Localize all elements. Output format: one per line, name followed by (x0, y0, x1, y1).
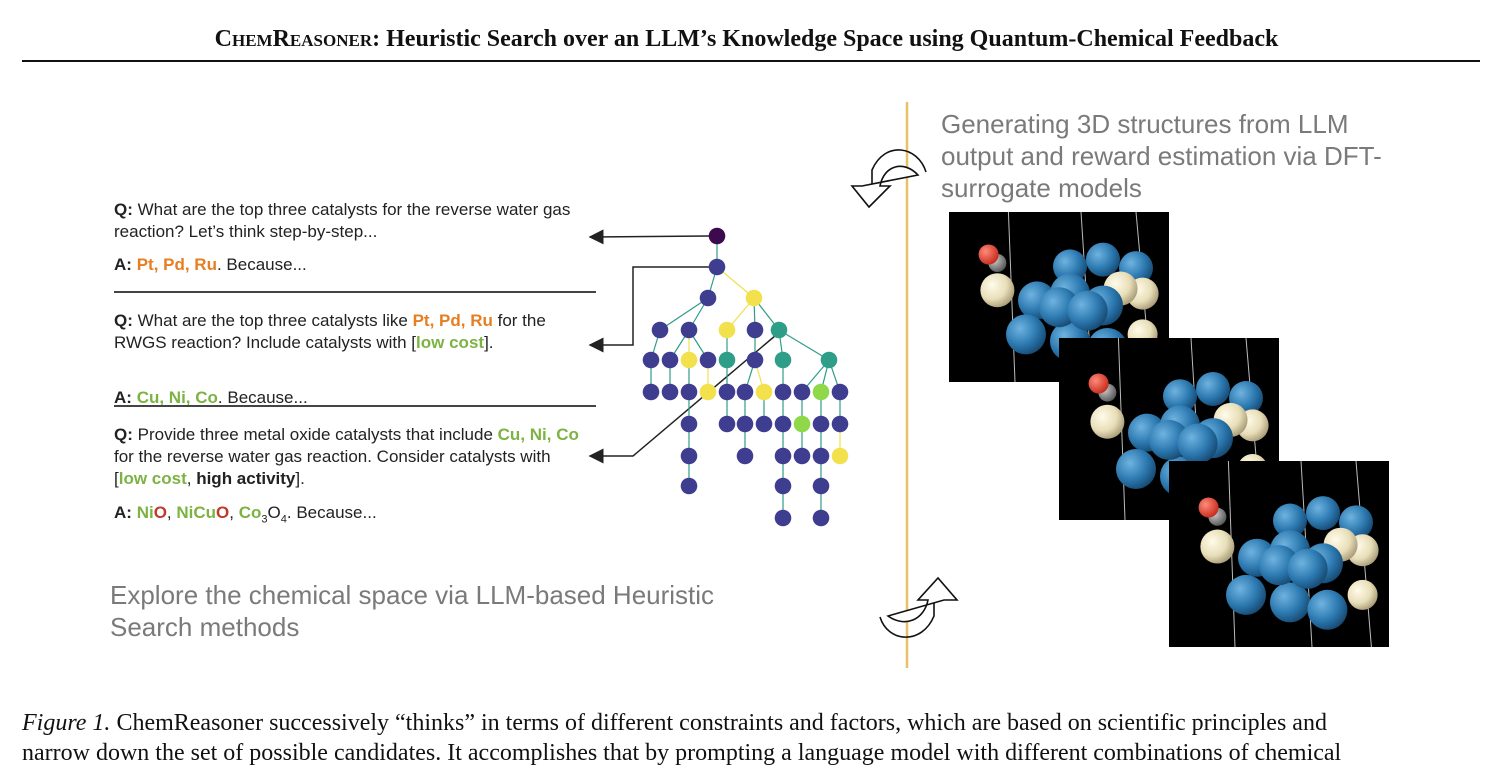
tree-node (774, 383, 792, 401)
tree-nodes (642, 227, 849, 527)
atom-metal (1273, 503, 1307, 538)
tree-node (661, 351, 679, 369)
atom-metal (1006, 314, 1046, 355)
tree-node (680, 447, 698, 465)
tree-node (718, 383, 736, 401)
atom-metal (1270, 582, 1310, 623)
tree-node (642, 383, 660, 401)
tree-node (831, 415, 849, 433)
atom-metal (1116, 449, 1156, 490)
title-sc: ChemReasoner (214, 26, 373, 52)
tree-node (680, 383, 698, 401)
q2-question: Q: What are the top three catalysts like… (114, 311, 546, 352)
tree-node (699, 351, 717, 369)
atom-support (1200, 529, 1235, 564)
tree-node (831, 383, 849, 401)
tree-node (661, 383, 679, 401)
tree-node (699, 383, 717, 401)
caption-line-2: narrow down the set of possible candidat… (22, 740, 1342, 766)
tree-node (745, 289, 763, 307)
figure-caption: Figure 1. ChemReasoner successively “thi… (22, 708, 1482, 768)
header-rule (22, 60, 1480, 62)
tree-node (774, 509, 792, 527)
structure-panel-1 (949, 211, 1169, 383)
q2-answer: A: Cu, Ni, Co. Because... (114, 388, 308, 407)
tree-node (774, 447, 792, 465)
arrow-q1 (588, 229, 710, 245)
atom-support (1090, 404, 1125, 439)
tree-node (746, 321, 764, 339)
tree-node (774, 415, 792, 433)
atom-oxygen (1198, 497, 1219, 518)
q3-answer: A: NiO, NiCuO, Co3O4. Because... (114, 503, 377, 526)
tree-node (642, 351, 660, 369)
arrow-q2 (588, 266, 711, 353)
q1-answer: A: Pt, Pd, Ru. Because... (114, 255, 307, 274)
tree-node (651, 321, 669, 339)
tree-node (812, 509, 830, 527)
tree-node (755, 383, 773, 401)
tree-node (718, 351, 736, 369)
q1-question: Q: What are the top three catalysts for … (114, 200, 571, 241)
tree-edge (778, 329, 830, 361)
tree-node (793, 383, 811, 401)
tree-node (718, 415, 736, 433)
atom-support (980, 273, 1015, 308)
tree-node (680, 321, 698, 339)
tree-node (812, 383, 830, 401)
tree-node (746, 351, 764, 369)
tree-node (680, 351, 698, 369)
separator-1 (114, 291, 596, 293)
atom-metal (1226, 574, 1266, 615)
caption-label: Figure 1. (22, 710, 111, 736)
tree-node (770, 321, 788, 339)
page-header: ChemReasoner: Heuristic Search over an L… (0, 26, 1493, 53)
atom-metal (1306, 496, 1340, 531)
tree-node (774, 477, 792, 495)
caption-line-1: ChemReasoner successively “thinks” in te… (110, 710, 1327, 736)
tree-node (708, 227, 726, 245)
tree-node (736, 447, 754, 465)
tree-edges (650, 236, 841, 518)
tree-node (680, 415, 698, 433)
tree-node (793, 447, 811, 465)
tree-node (736, 415, 754, 433)
tree-node (699, 289, 717, 307)
generate-text: Generating 3D structures from LLM output… (941, 109, 1382, 203)
tree-node (680, 477, 698, 495)
atom-oxygen (1088, 373, 1109, 394)
atom-metal (1287, 548, 1328, 589)
tree-edge (659, 297, 709, 331)
tree-node (755, 415, 773, 433)
atom-oxygen (978, 244, 999, 265)
explore-text: Explore the chemical space via LLM-based… (110, 580, 715, 642)
q3-question: Q: Provide three metal oxide catalysts t… (114, 425, 579, 488)
tree-node (708, 258, 726, 276)
tree-node (718, 321, 736, 339)
atom-metal (1196, 371, 1230, 406)
tree-node (812, 477, 830, 495)
tree-node (736, 383, 754, 401)
structure-panel-3 (1169, 460, 1389, 648)
cycle-arrow-top-icon (850, 149, 927, 209)
separator-2 (114, 405, 596, 407)
tree-node (774, 351, 792, 369)
tree-node (812, 447, 830, 465)
title-rest: : Heuristic Search over an LLM’s Knowled… (372, 26, 1279, 52)
arrow-q3 (588, 329, 783, 464)
atom-metal (1177, 423, 1218, 464)
atom-support (1347, 579, 1378, 610)
atom-metal (1067, 290, 1108, 331)
atom-metal (1163, 379, 1197, 414)
atom-metal (1307, 589, 1348, 630)
cycle-arrow-bottom-icon (879, 576, 959, 638)
atom-metal (1053, 249, 1087, 284)
tree-node (831, 447, 849, 465)
tree-node (812, 415, 830, 433)
tree-node (820, 351, 838, 369)
atom-metal (1086, 242, 1120, 277)
tree-node (793, 415, 811, 433)
